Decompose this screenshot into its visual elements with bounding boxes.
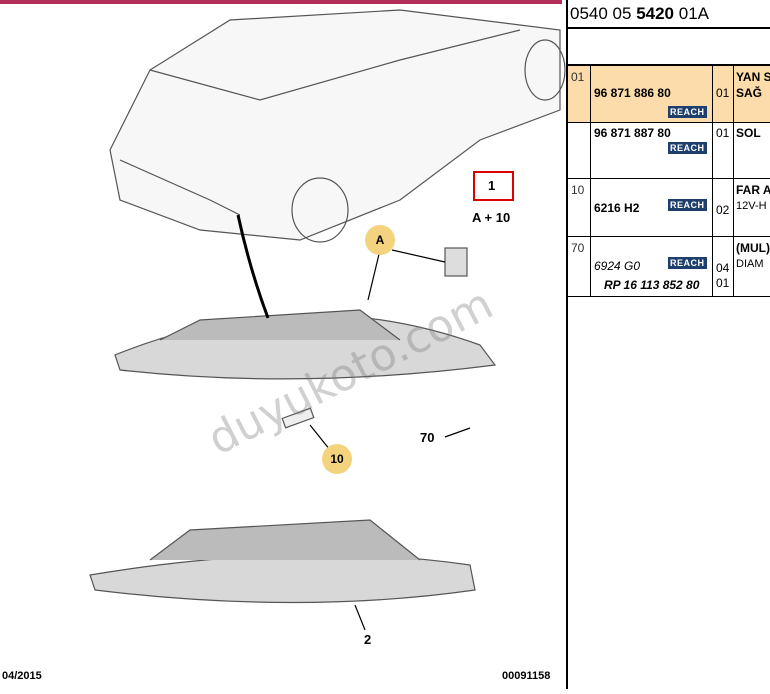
column-divider (712, 66, 734, 123)
cell-text: 04 (716, 261, 730, 275)
callout-70[interactable]: 70 (420, 430, 435, 445)
part-number: 6216 H2 (594, 201, 640, 215)
callout-a-plus-10: A + 10 (472, 210, 511, 225)
top-accent-bar (0, 0, 562, 4)
drawing-code: 00091158 (502, 670, 551, 682)
part-number: 96 871 887 80 (594, 126, 671, 140)
cell-text: SAĞ (736, 86, 763, 100)
parts-table: 0540 05 5420 01A 01 96 871 886 80 REACH … (568, 0, 770, 297)
column-divider (590, 237, 713, 296)
column-divider (568, 237, 591, 296)
table-row[interactable]: 10 6216 H2 REACH 02 FAR A 12V-H (568, 178, 770, 237)
cell-text: 70 (571, 241, 585, 255)
cell-text: DIAM (736, 258, 764, 270)
column-divider (712, 123, 734, 179)
table-row[interactable]: 70 6924 G0 REACH 04 RP 16 113 852 80 01 … (568, 236, 770, 297)
column-divider (568, 66, 591, 123)
callout-1[interactable]: 1 (488, 178, 496, 193)
reach-badge: REACH (668, 142, 707, 154)
table-row[interactable]: 96 871 887 80 REACH 01 SOL (568, 122, 770, 179)
callout-a[interactable]: A (365, 225, 395, 255)
part-number: 6924 G0 (594, 259, 641, 273)
table-row[interactable]: 01 96 871 886 80 REACH 01 YAN S SAĞ (568, 64, 770, 123)
date-label: 04/2015 (2, 670, 42, 682)
cell-text: 10 (571, 183, 585, 197)
cell-text: 01A (674, 4, 709, 23)
column-divider (712, 237, 734, 296)
divider (566, 0, 568, 689)
cell-text: 01 (716, 276, 730, 290)
column-divider (568, 179, 591, 237)
column-divider (590, 123, 713, 179)
column-divider (568, 123, 591, 179)
column-divider (590, 179, 713, 237)
callout-10[interactable]: 10 (322, 444, 352, 474)
exploded-view-illustration (89, 9, 566, 631)
cell-text: 01 (716, 86, 730, 100)
callout-highlight-box (473, 171, 514, 201)
header-divider (568, 27, 770, 29)
part-number: 96 871 886 80 (594, 86, 671, 100)
reference-number: 0540 05 5420 01A (570, 4, 709, 23)
reach-badge: REACH (668, 199, 707, 211)
cell-text: FAR A (736, 183, 770, 197)
reach-badge: REACH (668, 106, 707, 118)
cell-text: 01 (716, 126, 730, 140)
column-divider (712, 179, 734, 237)
cell-text: SOL (736, 126, 761, 140)
column-divider (590, 66, 713, 123)
cell-text: 0540 05 (570, 4, 637, 23)
cell-text: 02 (716, 203, 730, 217)
cell-text: (MUL) (736, 241, 770, 255)
replacement-part-number: RP 16 113 852 80 (604, 278, 700, 292)
cell-text: 12V-H (736, 200, 767, 212)
cell-text: 01 (571, 70, 585, 84)
reach-badge: REACH (668, 257, 707, 269)
parts-diagram: 1 A + 10 A 10 70 2 duyukoto.com 04/2015 … (2, 9, 566, 682)
callout-2[interactable]: 2 (364, 632, 372, 647)
cell-text: YAN S (736, 70, 770, 84)
